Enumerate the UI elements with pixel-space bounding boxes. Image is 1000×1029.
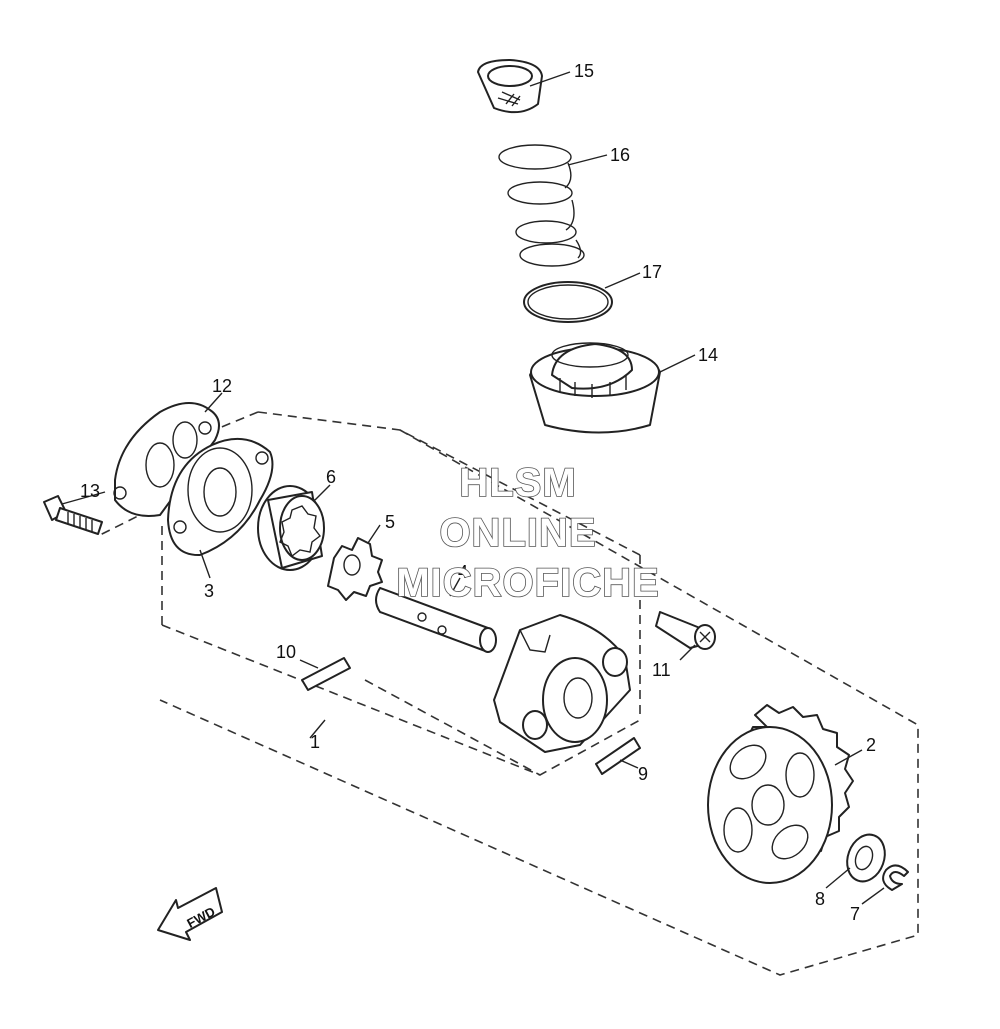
watermark: HLSM ONLINE MICROFICHE (396, 460, 660, 606)
washer (846, 833, 886, 883)
callout-11: 11 (652, 660, 671, 680)
callout-15: 15 (574, 61, 594, 81)
callout-8: 8 (815, 889, 825, 909)
pump-shaft (375, 587, 497, 653)
callout-13: 13 (80, 481, 100, 501)
inner-rotor (327, 537, 383, 601)
callout-12: 12 (212, 376, 232, 396)
callout-3: 3 (204, 581, 214, 601)
callout-14: 14 (698, 345, 718, 365)
o-ring (523, 281, 613, 323)
callout-9: 9 (638, 764, 648, 784)
pump-body (493, 614, 631, 753)
callout-2: 2 (866, 735, 876, 755)
spring (498, 144, 585, 267)
pump-cover (167, 437, 274, 557)
strainer-housing (529, 342, 661, 434)
strainer-cap (477, 59, 543, 114)
callout-10: 10 (276, 642, 296, 662)
callout-17: 17 (642, 262, 662, 282)
assembly-outline-pump-gear (159, 429, 919, 976)
callout-6: 6 (326, 467, 336, 487)
callout-4: 4 (458, 562, 468, 582)
watermark-line-3: MICROFICHE (396, 561, 659, 605)
callout-labels: 1 2 3 4 5 6 7 8 9 10 11 12 13 14 15 16 1… (80, 61, 876, 924)
pump-drive-gear (707, 704, 854, 884)
watermark-line-2: ONLINE (439, 511, 596, 555)
pin-9 (595, 737, 641, 775)
pin-10 (301, 657, 351, 691)
pump-gasket (113, 402, 220, 517)
fwd-direction-arrow: FWD (157, 887, 223, 941)
callout-1: 1 (310, 732, 320, 752)
bolt (43, 495, 103, 535)
screw (655, 611, 716, 650)
outer-rotor (257, 485, 325, 571)
callout-7: 7 (850, 904, 860, 924)
callout-5: 5 (385, 512, 395, 532)
watermark-line-1: HLSM (459, 461, 576, 505)
callout-16: 16 (610, 145, 630, 165)
circlip (882, 864, 909, 891)
leader-lines (61, 71, 885, 905)
